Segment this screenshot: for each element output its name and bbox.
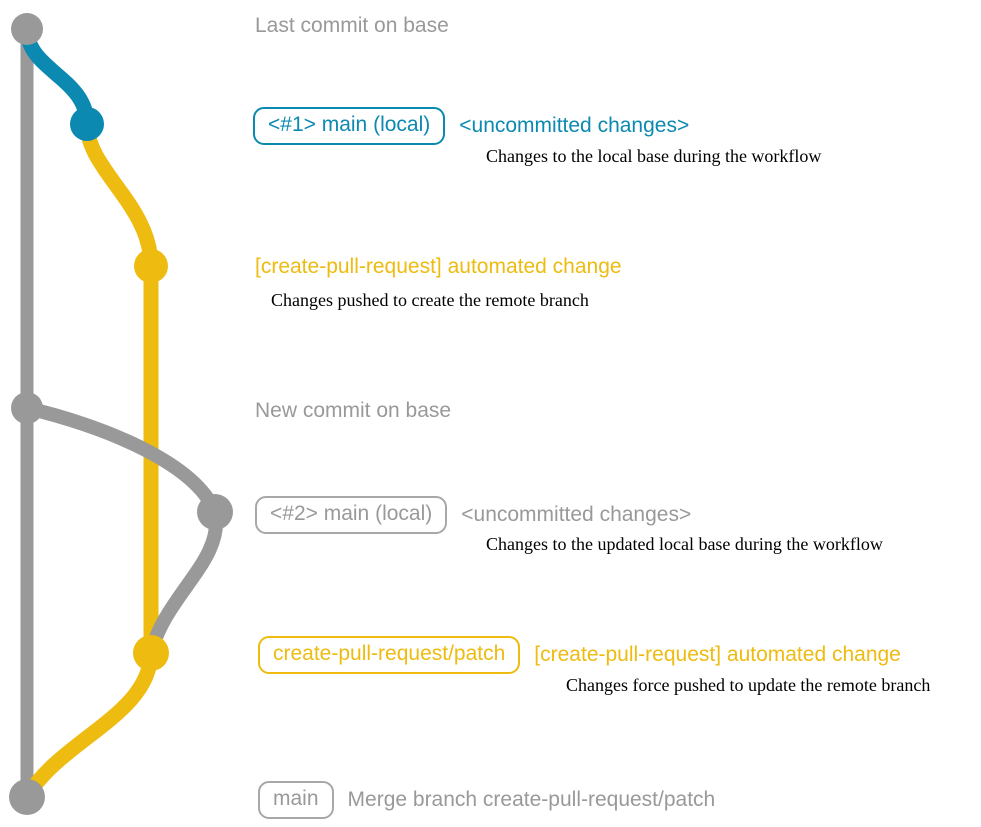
ref-pill-main-local-2[interactable]: <#2> main (local) — [255, 496, 448, 534]
headline-new-commit-on-base: New commit on base — [255, 399, 452, 422]
row-local-change-1: <#1> main (local) <uncommitted changes> — [253, 107, 689, 145]
ref-pill-create-pull-request-patch[interactable]: create-pull-request/patch — [258, 636, 521, 674]
commit-note-local-change-2: Changes to the updated local base during… — [486, 534, 883, 554]
commit-subject-automated-change-2: [create-pull-request] automated change — [534, 643, 901, 666]
ref-pill-main[interactable]: main — [258, 781, 334, 819]
commit-node-last-commit-on-base[interactable] — [11, 13, 43, 45]
commit-node-local-change-2[interactable] — [197, 494, 233, 530]
commit-subject-local-change-1: <uncommitted changes> — [459, 114, 690, 137]
commit-note-automated-change-2: Changes force pushed to update the remot… — [566, 675, 931, 695]
row-local-change-2: <#2> main (local) <uncommitted changes> — [255, 496, 691, 534]
patch-branch-line-1 — [79, 116, 159, 661]
headline-last-commit-on-base: Last commit on base — [255, 14, 449, 37]
commit-node-automated-change-1[interactable] — [134, 249, 168, 283]
row-merge-commit: main Merge branch create-pull-request/pa… — [258, 781, 715, 819]
ref-pill-main-local-1[interactable]: <#1> main (local) — [253, 107, 446, 145]
patch-merge-line — [19, 645, 159, 805]
commit-node-new-commit-on-base[interactable] — [11, 392, 43, 424]
headline-automated-change-1: [create-pull-request] automated change — [255, 255, 622, 278]
commit-node-automated-change-2[interactable] — [133, 635, 169, 671]
commit-node-merge-commit[interactable] — [9, 779, 45, 815]
local-branch-line-2 — [20, 401, 224, 660]
commit-subject-merge-commit: Merge branch create-pull-request/patch — [347, 788, 716, 811]
row-automated-change-2: create-pull-request/patch [create-pull-r… — [258, 636, 901, 674]
commit-subject-local-change-2: <uncommitted changes> — [461, 503, 692, 526]
commit-note-local-change-1: Changes to the local base during the wor… — [486, 146, 822, 166]
commit-note-automated-change-1: Changes pushed to create the remote bran… — [271, 290, 589, 310]
commit-node-local-change-1[interactable] — [70, 107, 104, 141]
